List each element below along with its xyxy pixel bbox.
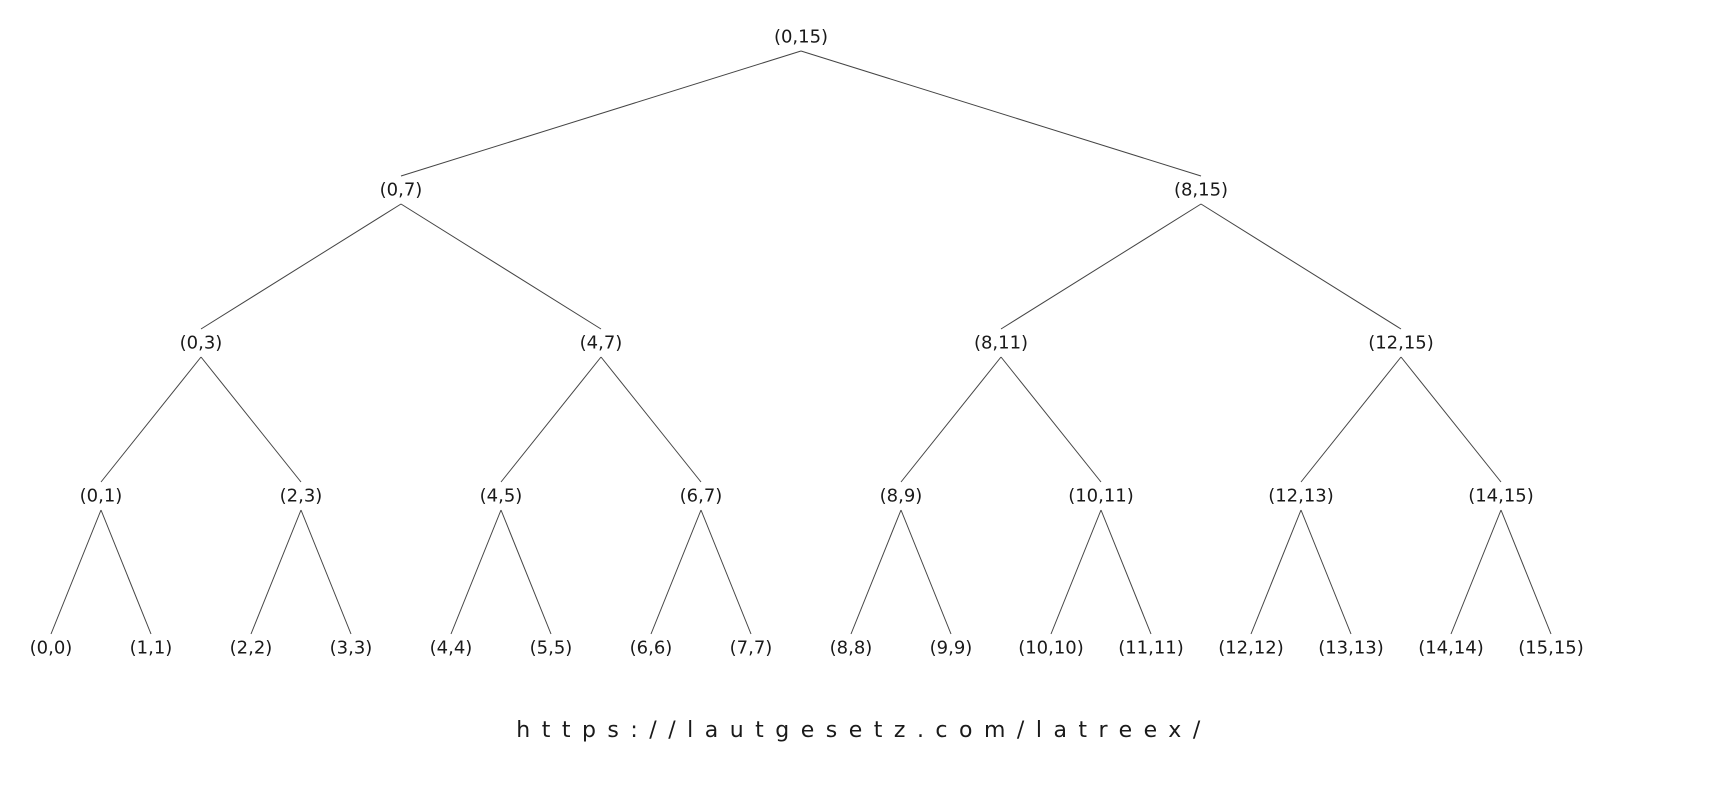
tree-node-label: (7,7): [730, 638, 773, 659]
tree-edge: [450, 509, 502, 635]
tree-node-label: (10,10): [1018, 638, 1084, 659]
tree-node-label: (12,15): [1368, 333, 1434, 354]
tree-edge: [400, 203, 602, 330]
tree-edge: [300, 509, 352, 635]
tree-node-label: (8,8): [830, 638, 873, 659]
tree-node-label: (4,7): [580, 333, 623, 354]
tree-edge: [650, 509, 702, 635]
tree-node-label: (11,11): [1118, 638, 1184, 659]
tree-node-label: (6,6): [630, 638, 673, 659]
tree-edge: [1250, 509, 1302, 635]
tree-edge: [250, 509, 302, 635]
tree-edge: [200, 356, 302, 483]
tree-node-label: (0,0): [30, 638, 73, 659]
tree-node-label: (14,15): [1468, 486, 1534, 507]
tree-edge: [1050, 509, 1102, 635]
tree-node-label: (15,15): [1518, 638, 1584, 659]
tree-edge: [1500, 509, 1552, 635]
tree-edge: [1400, 356, 1502, 483]
tree-edge: [1000, 356, 1102, 483]
tree-edge: [400, 50, 802, 177]
tree-edge: [100, 356, 202, 483]
tree-edge: [1100, 509, 1152, 635]
tree-edge: [50, 509, 102, 635]
tree-edge: [1200, 203, 1402, 330]
tree-node-label: (12,12): [1218, 638, 1284, 659]
tree-edge: [600, 356, 702, 483]
tree-edge: [200, 203, 402, 330]
tree-node-label: (0,7): [380, 180, 423, 201]
tree-edge: [850, 509, 902, 635]
tree-node-label: (4,4): [430, 638, 473, 659]
tree-edge: [1300, 356, 1402, 483]
tree-edge: [500, 509, 552, 635]
tree-node-label: (1,1): [130, 638, 173, 659]
tree-edge: [900, 509, 952, 635]
tree-node-label: (4,5): [480, 486, 523, 507]
tree-node-label: (8,9): [880, 486, 923, 507]
tree-node-label: (14,14): [1418, 638, 1484, 659]
tree-node-label: (0,1): [80, 486, 123, 507]
footer-url: https://lautgesetz.com/latreex/: [516, 718, 1212, 743]
tree-edge: [700, 509, 752, 635]
tree-edge: [1000, 203, 1202, 330]
tree-edge: [900, 356, 1002, 483]
tree-node-label: (3,3): [330, 638, 373, 659]
tree-edge: [500, 356, 602, 483]
tree-edge: [100, 509, 152, 635]
tree-node-label: (10,11): [1068, 486, 1134, 507]
tree-node-label: (5,5): [530, 638, 573, 659]
tree-node-label: (13,13): [1318, 638, 1384, 659]
tree-edges: [50, 50, 1552, 635]
tree-node-label: (8,11): [974, 333, 1028, 354]
tree-nodes: (0,0) (1,1) (0,1) (2,2) (3,3) (2,3) (0,3) (4,4)…: [30, 27, 1584, 659]
tree-node-label: (0,3): [180, 333, 223, 354]
tree-node-label: (9,9): [930, 638, 973, 659]
tree-node-label: (12,13): [1268, 486, 1334, 507]
tree-node-label: (8,15): [1174, 180, 1228, 201]
tree-node-label: (2,2): [230, 638, 273, 659]
tree-node-label: (2,3): [280, 486, 323, 507]
tree-node-label: (6,7): [680, 486, 723, 507]
tree-edge: [800, 50, 1202, 177]
tree-node-label: (0,15): [774, 27, 828, 48]
tree-edge: [1300, 509, 1352, 635]
tree-edge: [1450, 509, 1502, 635]
